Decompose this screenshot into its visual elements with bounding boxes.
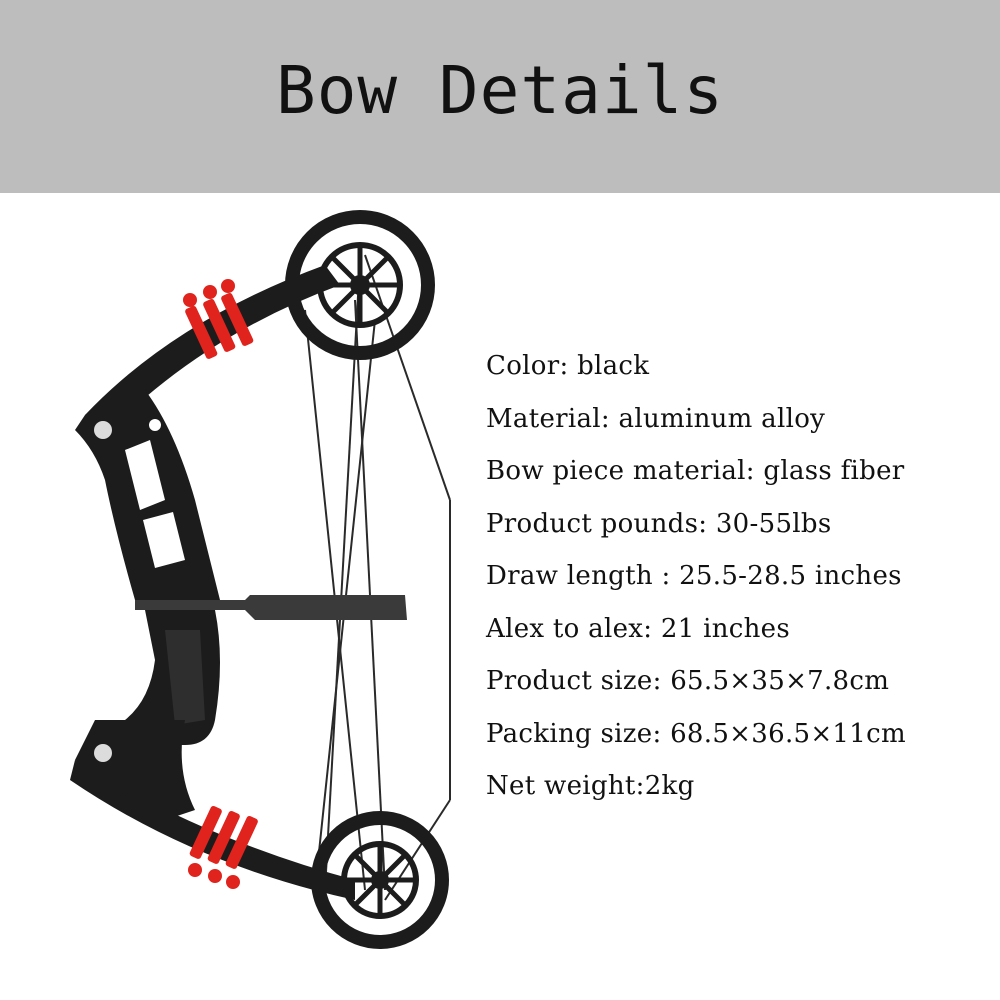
- spec-axle-to-axle: Alex to alex: 21 inches: [486, 613, 791, 644]
- spec-product-pounds: Product pounds: 30-55lbs: [486, 508, 832, 539]
- grip-texture: [165, 630, 205, 725]
- spec-bow-piece-material: Bow piece material: glass fiber: [486, 456, 905, 486]
- spec-list: Color: black Material: aluminum alloy Bo…: [486, 340, 991, 813]
- riser-cutouts: [125, 419, 185, 568]
- spec-packing-size: Packing size: 68.5×36.5×11cm: [486, 718, 906, 749]
- lower-cam: [311, 811, 449, 949]
- lower-limb: [70, 760, 355, 900]
- spec-material: Material: aluminum alloy: [486, 403, 826, 434]
- page-title: Bow Details: [275, 52, 725, 129]
- spec-product-size: Product size: 65.5×35×7.8cm: [486, 666, 890, 696]
- header-banner: Bow Details: [0, 0, 1000, 193]
- lower-limb-bolt: [94, 744, 112, 762]
- upper-dampeners: [183, 279, 254, 359]
- spec-draw-length: Draw length : 25.5-28.5 inches: [486, 561, 902, 591]
- bow-image: [70, 210, 451, 949]
- arrow-rest: [135, 595, 407, 620]
- lower-dampeners: [188, 805, 258, 889]
- upper-cam: [285, 210, 435, 360]
- spec-color: Color: black: [486, 351, 650, 381]
- spec-net-weight: Net weight:2kg: [486, 771, 695, 801]
- upper-limb-bolt: [94, 421, 112, 439]
